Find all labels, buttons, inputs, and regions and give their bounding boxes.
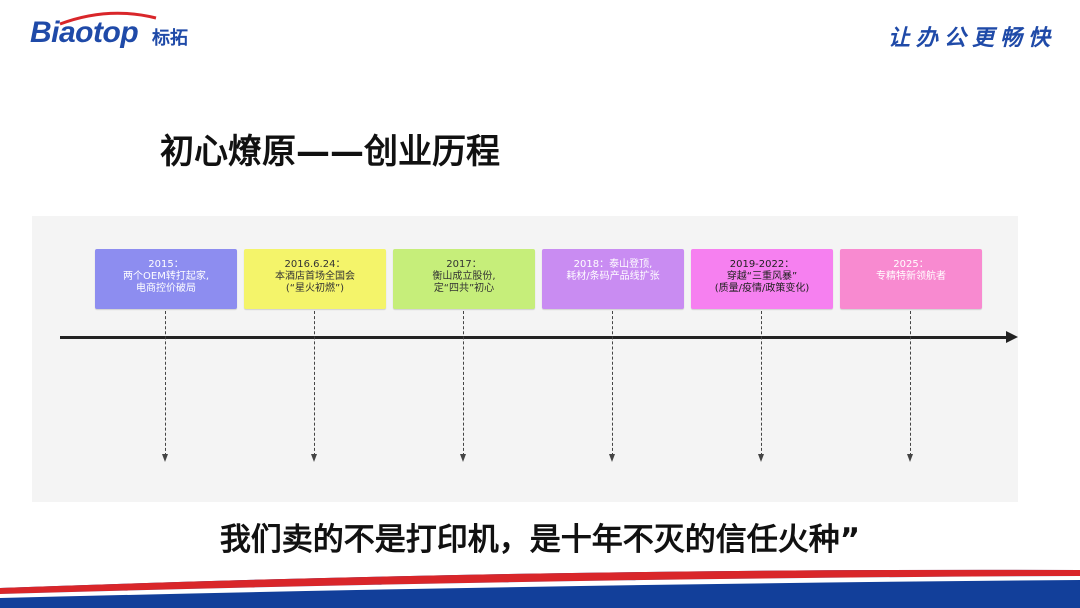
milestone-text: (“星火初燃”) <box>285 283 345 294</box>
arrow-down-icon <box>907 454 913 462</box>
milestone-2019-2022: 2019-2022： 穿越“三重风暴” (质量/疫情/政策变化) <box>691 249 833 309</box>
milestone-2015: 2015： 两个OEM转打起家, 电商控价破局 <box>95 249 237 309</box>
dashed-connector <box>761 311 762 456</box>
milestone-2017: 2017： 衡山成立股份, 定“四共”初心 <box>393 249 535 309</box>
brand-logo: Biaotop 标拓 <box>30 11 210 58</box>
dashed-connector <box>314 311 315 456</box>
milestone-text: 电商控价破局 <box>136 283 196 294</box>
milestone-text: 两个OEM转打起家, <box>123 271 209 282</box>
dashed-connector <box>612 311 613 456</box>
dashed-connector <box>165 311 166 456</box>
milestone-year: 2018：泰山登顶, <box>573 259 653 270</box>
milestone-text: 定“四共”初心 <box>433 283 495 294</box>
milestone-year: 2017： <box>446 259 482 270</box>
milestone-text: 专精特新领航者 <box>876 271 946 282</box>
slide-title: 初心燎原——创业历程 <box>160 132 500 172</box>
milestone-year: 2015： <box>148 259 184 270</box>
logo-wordmark: Biaotop <box>30 16 139 49</box>
milestone-text: 衡山成立股份, <box>432 271 496 282</box>
arrow-down-icon <box>758 454 764 462</box>
arrow-down-icon <box>162 454 168 462</box>
arrow-down-icon <box>609 454 615 462</box>
arrow-down-icon <box>460 454 466 462</box>
milestone-year: 2025： <box>893 259 929 270</box>
logo-swoosh-icon <box>59 11 157 26</box>
slogan: 让办公更畅快 <box>887 26 1056 51</box>
milestone-text: 本酒店首场全国会 <box>275 271 355 282</box>
milestone-text: 穿越“三重风暴” <box>726 271 798 282</box>
closing-quote: 我们卖的不是打印机，是十年不灭的信任火种” <box>219 522 861 558</box>
footer-swoosh-decoration <box>0 569 1080 608</box>
milestone-2018: 2018：泰山登顶, 耗材/条码产品线扩张 <box>542 249 684 309</box>
dashed-connector <box>463 311 464 456</box>
milestone-text: 耗材/条码产品线扩张 <box>566 271 660 282</box>
arrow-down-icon <box>311 454 317 462</box>
milestone-2025: 2025： 专精特新领航者 <box>840 249 982 309</box>
milestone-2016: 2016.6.24： 本酒店首场全国会 (“星火初燃”) <box>244 249 386 309</box>
dashed-connector <box>910 311 911 456</box>
milestone-text: (质量/疫情/政策变化) <box>714 283 810 294</box>
milestone-year: 2019-2022： <box>729 259 795 270</box>
timeline-arrow-icon <box>1006 331 1018 343</box>
milestone-year: 2016.6.24： <box>284 259 346 270</box>
timeline-axis <box>60 336 1010 339</box>
logo-chinese-name: 标拓 <box>152 28 188 49</box>
